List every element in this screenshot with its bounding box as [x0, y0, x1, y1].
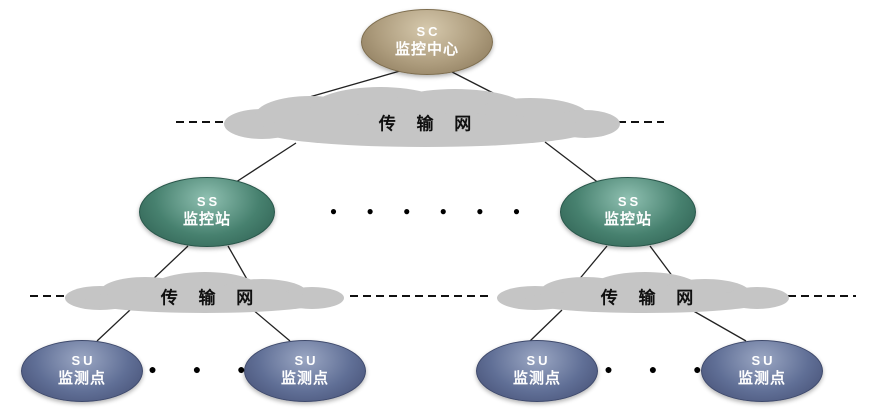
node-sc-code: SC	[416, 23, 441, 39]
cloud-top	[224, 87, 620, 147]
node-ss-monitoring-station-right: SS 监控站	[560, 177, 696, 247]
node-su-3-name: 监测点	[512, 370, 561, 388]
node-ss-left-code: SS	[196, 193, 221, 209]
node-ss-left-name: 监控站	[182, 211, 231, 229]
cloud-label-transmission-network-right: 传 输 网	[600, 288, 702, 308]
node-su-2-code: SU	[294, 352, 319, 368]
node-su-3-code: SU	[526, 352, 551, 368]
node-ss-right-name: 监控站	[603, 211, 652, 229]
node-su-monitoring-point-3: SU 监测点	[476, 340, 598, 402]
node-su-4-code: SU	[751, 352, 776, 368]
node-su-monitoring-point-1: SU 监测点	[21, 340, 143, 402]
node-su-4-name: 监测点	[737, 370, 786, 388]
node-su-1-code: SU	[71, 352, 96, 368]
node-su-monitoring-point-4: SU 监测点	[701, 340, 823, 402]
node-sc-name: 监控中心	[394, 41, 459, 59]
node-su-monitoring-point-2: SU 监测点	[244, 340, 366, 402]
node-ss-right-code: SS	[617, 193, 642, 209]
dashed-trunk-lines	[30, 121, 856, 297]
cloud-label-transmission-network-top: 传 输 网	[378, 114, 480, 134]
ellipsis-between-su-nodes-left: ● ● ●	[148, 361, 262, 377]
ellipsis-between-ss-nodes: ● ● ● ● ● ●	[329, 204, 534, 218]
node-su-1-name: 监测点	[57, 370, 106, 388]
ellipsis-between-su-nodes-right: ● ● ●	[604, 361, 718, 377]
node-ss-monitoring-station-left: SS 监控站	[139, 177, 275, 247]
node-su-2-name: 监测点	[280, 370, 329, 388]
cloud-label-transmission-network-left: 传 输 网	[160, 288, 262, 308]
node-sc-monitoring-center: SC 监控中心	[361, 9, 493, 75]
cloud-right	[497, 272, 789, 313]
cloud-left	[65, 272, 344, 313]
